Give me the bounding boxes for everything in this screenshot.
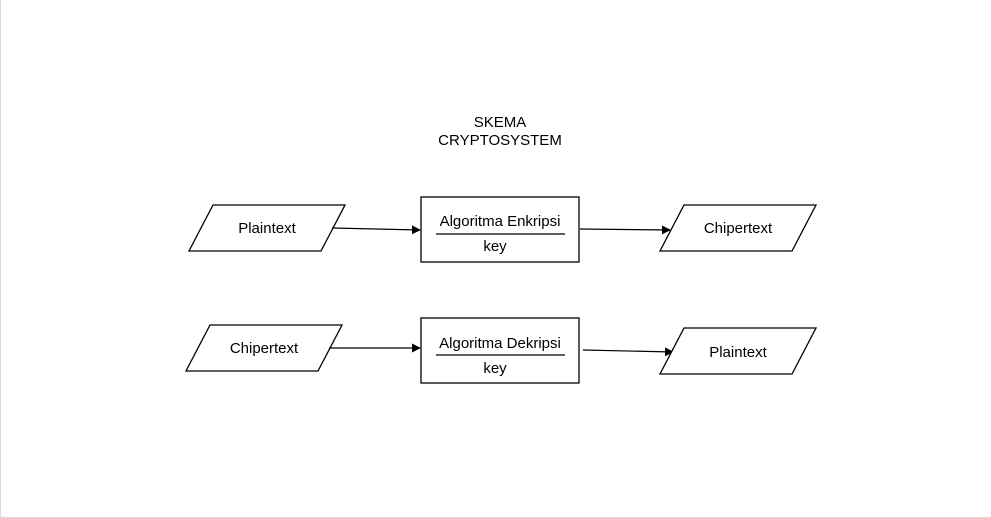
process-box [420,196,580,263]
row2-input-node[interactable]: Chipertext [184,324,344,372]
row1-arrow-input-to-algorithm [331,225,421,235]
row2-output-label: Plaintext [709,344,767,361]
title-line-1: SKEMA [474,114,527,131]
title-line-2: CRYPTOSYSTEM [438,132,562,149]
row2-input-label: Chipertext [230,340,299,357]
row1-algorithm-node[interactable]: Algoritma Enkripsi key [420,196,580,263]
parallelogram-shape [658,204,818,252]
row2-algorithm-node[interactable]: Algoritma Dekripsi key [420,317,580,384]
row1-output-node[interactable]: Chipertext [658,204,818,252]
process-box [420,317,580,384]
parallelogram-shape [658,327,818,375]
parallelogram-shape [184,324,344,372]
row1-key-label: key [483,238,507,255]
row1-arrow-algorithm-to-output [579,225,671,235]
row1-output-label: Chipertext [704,220,773,237]
row2-key-label: key [483,360,507,377]
row1-input-label: Plaintext [238,220,296,237]
parallelogram-shape [187,204,347,252]
row1-input-node[interactable]: Plaintext [187,204,347,252]
row2-algorithm-label: Algoritma Dekripsi [439,335,561,352]
row1-algorithm-label: Algoritma Enkripsi [440,213,561,230]
row2-arrow-algorithm-to-output [582,347,674,357]
row2-output-node[interactable]: Plaintext [658,327,818,375]
